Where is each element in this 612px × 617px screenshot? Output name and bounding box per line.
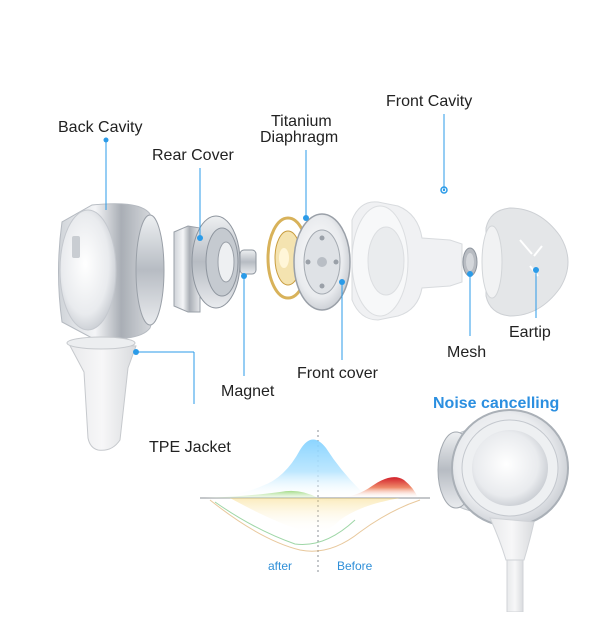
label-eartip: Eartip: [509, 324, 551, 341]
label-magnet: Magnet: [221, 383, 275, 400]
label-rear-cover: Rear Cover: [152, 147, 234, 164]
noise-cancelling-heading: Noise cancelling: [433, 395, 560, 412]
noise-wave-graphic: [200, 430, 430, 575]
magnet-part: [239, 249, 257, 275]
back-cavity-part: [58, 203, 165, 340]
label-back-cavity: Back Cavity: [58, 119, 143, 136]
label-mesh: Mesh: [447, 344, 487, 361]
label-before: Before: [337, 559, 373, 573]
eartip-part: [481, 207, 569, 317]
front-cavity-part: [351, 201, 463, 321]
label-titanium-line1: Titanium: [271, 113, 332, 130]
label-front-cover: Front cover: [297, 365, 378, 382]
leader-lines: [105, 114, 537, 404]
label-after: after: [268, 559, 293, 573]
tpe-jacket-part: [66, 336, 137, 451]
label-titanium-line2: Diaphragm: [260, 129, 339, 146]
label-front-cavity: Front Cavity: [386, 93, 473, 110]
rear-cover-part: [173, 215, 241, 313]
front-cover-part: [293, 213, 351, 311]
label-tpe-jacket: TPE Jacket: [149, 439, 231, 456]
assembled-earphone: [437, 409, 569, 613]
mesh-part: [462, 247, 478, 277]
leader-dots: [103, 137, 539, 355]
